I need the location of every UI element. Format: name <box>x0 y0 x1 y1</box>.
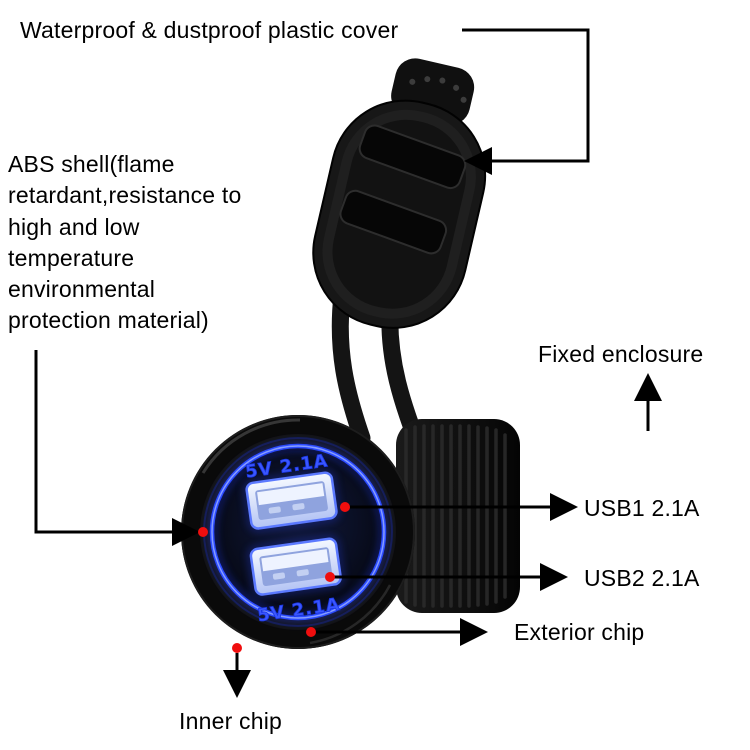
label-usb1: USB1 2.1A <box>584 495 700 521</box>
anchor-dot-abs-shell <box>198 527 208 537</box>
arrowhead-right-icon <box>540 563 568 591</box>
label-waterproof-cover: Waterproof & dustproof plastic cover <box>20 17 399 43</box>
leader-usb2 <box>334 563 568 591</box>
leader-fixed-enclosure <box>634 373 662 431</box>
led-ring-core <box>211 445 385 619</box>
label-exterior-chip: Exterior chip <box>514 619 645 645</box>
leader-exterior-chip <box>315 618 488 646</box>
label-abs-shell: ABS shell(flame retardant,resistance to … <box>8 151 242 334</box>
arrowhead-up-icon <box>634 373 662 401</box>
arrowhead-right-icon <box>460 618 488 646</box>
arrowhead-left-icon <box>464 147 492 175</box>
usb-port-2 <box>246 534 345 599</box>
cover-slot-1 <box>358 124 467 190</box>
fixed-enclosure-part <box>396 419 520 613</box>
anchor-dot-usb2 <box>325 572 335 582</box>
leader-usb1 <box>349 493 578 521</box>
leader-waterproof-cover <box>462 28 590 175</box>
plastic-cover <box>312 58 487 329</box>
arrowhead-right-icon <box>172 518 200 546</box>
usb-port-1 <box>242 468 341 533</box>
arrowhead-down-icon <box>223 670 251 698</box>
leader-inner-chip <box>223 653 251 698</box>
enclosure-barrel <box>396 419 520 613</box>
cover-tab-dot <box>409 78 416 85</box>
hinge-arm-left <box>331 286 371 447</box>
label-inner-chip: Inner chip <box>179 708 283 734</box>
arrowhead-right-icon <box>550 493 578 521</box>
cover-tab-dot <box>439 77 446 84</box>
bezel-highlight-bottom <box>309 584 392 645</box>
label-fixed-enclosure: Fixed enclosure <box>538 341 704 367</box>
bezel-highlight <box>201 418 301 474</box>
cover-tab-dot <box>424 76 431 83</box>
anchor-dot-usb1 <box>340 502 350 512</box>
cover-slot-2 <box>339 189 448 255</box>
charger-face: 5V 2.1A 5V 2.1A <box>181 415 415 649</box>
cover-tab-dot <box>460 96 467 103</box>
cover-tab-dot <box>453 84 460 91</box>
label-usb2: USB2 2.1A <box>584 565 700 591</box>
anchor-dots <box>198 502 350 653</box>
leader-abs-shell <box>34 350 200 546</box>
annotations <box>34 28 662 698</box>
anchor-dot-inner-chip <box>232 643 242 653</box>
anchor-dot-exterior-chip <box>306 627 316 637</box>
